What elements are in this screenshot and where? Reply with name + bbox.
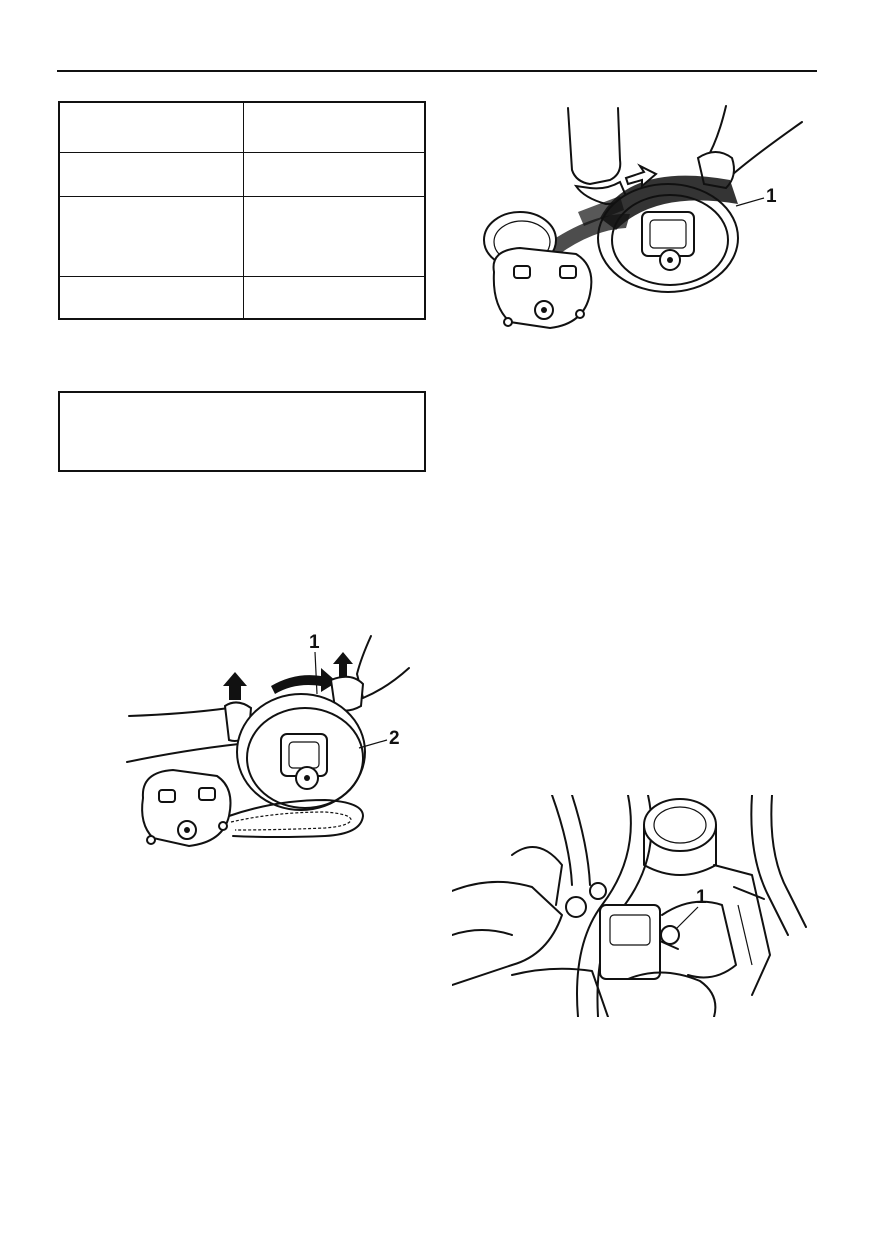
callout-label: 2 [389, 728, 400, 749]
spec-row [58, 101, 426, 153]
spec-value [243, 101, 426, 153]
callout-label: 1 [766, 186, 777, 207]
spec-row [58, 276, 426, 320]
spec-label [58, 196, 244, 277]
note-box [58, 391, 426, 472]
spec-value [243, 152, 426, 197]
spec-value [243, 276, 426, 320]
spec-row [58, 152, 426, 197]
belt-remove-figure: 1 2 [125, 628, 410, 858]
spec-table [58, 101, 426, 320]
belt-install-figure: 1 [480, 100, 810, 345]
callout-label: 1 [696, 887, 707, 908]
engine-clip-figure: 1 [452, 795, 810, 1017]
spec-value [243, 196, 426, 277]
callout-label: 1 [309, 632, 320, 653]
spec-label [58, 152, 244, 197]
spec-label [58, 276, 244, 320]
spec-label [58, 101, 244, 153]
spec-row [58, 196, 426, 277]
header-rule [57, 70, 817, 72]
